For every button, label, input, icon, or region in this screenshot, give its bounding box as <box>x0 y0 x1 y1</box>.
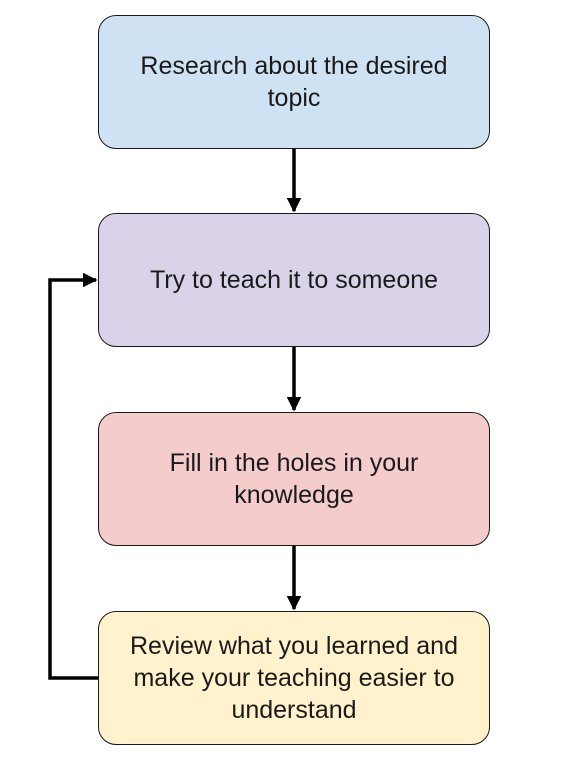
step-teach-box: Try to teach it to someone <box>98 213 490 347</box>
step-fill-holes-box: Fill in the holes in your knowledge <box>98 412 490 546</box>
step-research-label: Research about the desired topic <box>140 52 448 112</box>
step-teach-label: Try to teach it to someone <box>149 266 439 294</box>
arrow-review-loop-to-teach <box>48 272 98 680</box>
step-review-box: Review what you learned and make your te… <box>98 611 490 745</box>
step-review-label: Review what you learned and make your te… <box>130 632 458 724</box>
step-research-box: Research about the desired topic <box>98 15 490 149</box>
step-fill-holes-label: Fill in the holes in your knowledge <box>169 449 419 509</box>
